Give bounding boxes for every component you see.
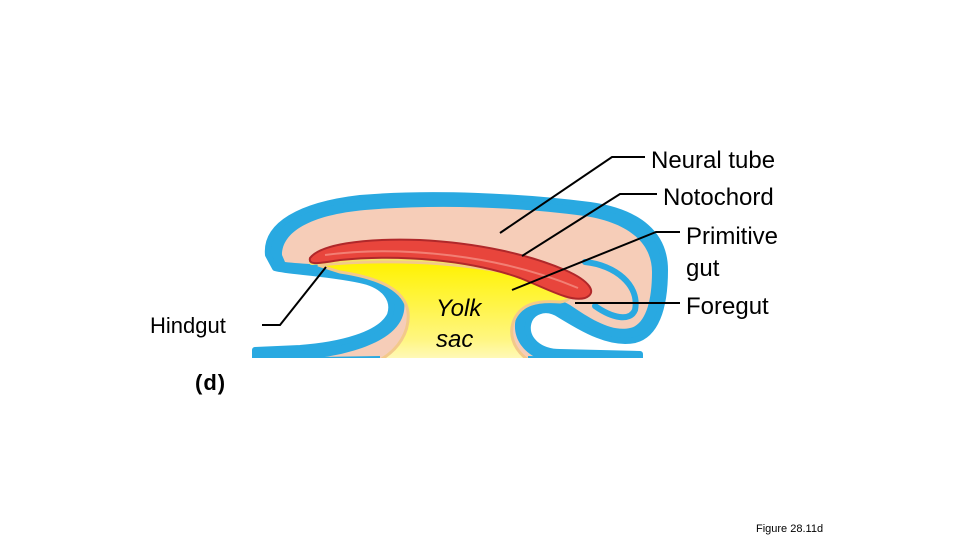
leader-hindgut: [262, 266, 327, 326]
neural-tube: [308, 238, 592, 300]
leader-notochord: [521, 193, 657, 257]
embryo-section: [252, 192, 668, 358]
leader-neural-tube: [499, 156, 645, 234]
panel-label: (d): [195, 370, 226, 395]
label-hindgut: Hindgut: [150, 313, 226, 338]
label-notochord: Notochord: [663, 184, 774, 211]
label-primitive-gut-line1: Primitive: [686, 223, 778, 250]
label-primitive-gut-line2: gut: [686, 255, 720, 282]
yolk-sac-wall-bottom: [254, 356, 641, 358]
leader-primitive-gut: [511, 231, 680, 291]
label-neural-tube: Neural tube: [651, 147, 775, 174]
head-fold-lining: [582, 259, 639, 321]
leader-lines: [262, 156, 680, 326]
figure-caption: Figure 28.11d: [756, 523, 823, 535]
label-yolk-sac-line2: sac: [436, 326, 473, 353]
label-yolk-sac-line1: Yolk: [436, 295, 483, 322]
label-foregut: Foregut: [686, 293, 769, 320]
